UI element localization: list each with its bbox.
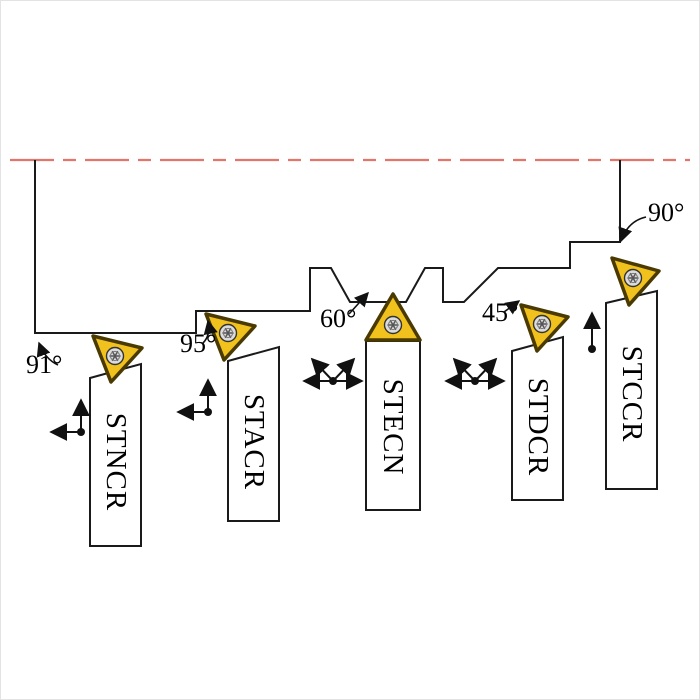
feed-direction-icon	[49, 398, 90, 441]
angle-callout-arrow	[202, 319, 218, 344]
torx-screw-icon	[532, 314, 552, 334]
tool-label: STCCR	[616, 346, 648, 443]
torx-screw-icon	[218, 323, 238, 343]
feed-direction-icon	[176, 378, 217, 421]
tool-shank	[227, 345, 280, 522]
angle-label: 90°	[648, 198, 684, 227]
tool-label: STACR	[238, 394, 270, 490]
torx-screw-icon	[383, 315, 403, 335]
angle-callout-arrow	[618, 216, 647, 243]
feed-direction-icon	[583, 311, 601, 353]
tool-group-stncr: STNCR 91°	[26, 334, 144, 547]
angle-label: 95°	[180, 329, 216, 358]
feed-direction-icon	[302, 357, 364, 390]
tool-label: STNCR	[100, 413, 132, 511]
angle-callout-arrow	[36, 341, 59, 366]
torx-screw-icon	[105, 346, 125, 366]
tool-group-stccr: STCCR 90°	[583, 198, 684, 490]
tool-group-stdcr: STDCR 45°	[444, 298, 570, 501]
tool-label: STECN	[377, 379, 409, 476]
torx-screw-icon	[623, 268, 643, 288]
tool-group-stacr: STACR 95°	[176, 312, 280, 522]
feed-direction-icon	[444, 357, 506, 390]
angle-label: 60°	[320, 304, 356, 333]
workpiece-profile	[34, 160, 621, 334]
angle-callout-arrow	[348, 291, 369, 315]
tool-group-stecn: STECN 60°	[302, 291, 422, 511]
angle-callout-arrow	[503, 300, 521, 315]
tool-label: STDCR	[522, 378, 554, 476]
angle-label: 45°	[482, 298, 518, 327]
